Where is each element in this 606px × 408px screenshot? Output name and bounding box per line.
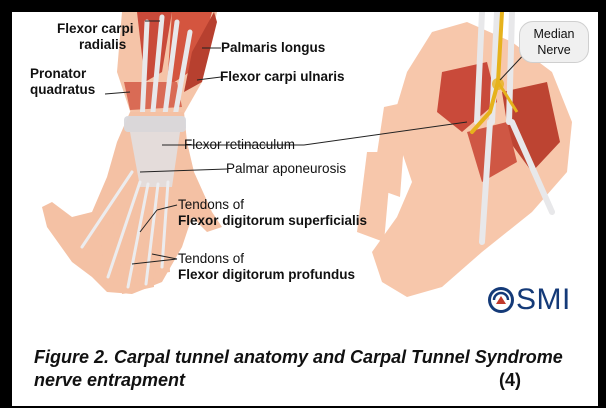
caption-reference: (4)	[499, 369, 521, 392]
label-pronator-quadratus: Pronator quadratus	[30, 66, 95, 98]
median-nerve-callout: Median Nerve	[519, 21, 589, 63]
label-flexor-carpi-ulnaris: Flexor carpi ulnaris	[220, 69, 345, 85]
logo-text: SMI	[516, 283, 571, 317]
label-flexor-carpi-radialis: Flexor carpi radialis	[57, 21, 134, 53]
label-palmar-aponeurosis: Palmar aponeurosis	[226, 161, 346, 177]
label-palmaris-longus: Palmaris longus	[221, 40, 325, 56]
label-tendons-profundus: Tendons of Flexor digitorum profundus	[178, 251, 355, 283]
label-tendons-superficialis: Tendons of Flexor digitorum superficiali…	[178, 197, 367, 229]
smi-logo: SMI	[486, 282, 571, 318]
smi-globe-icon	[486, 285, 516, 315]
label-flexor-retinaculum: Flexor retinaculum	[184, 137, 295, 153]
flexor-retinaculum-band	[124, 116, 186, 132]
